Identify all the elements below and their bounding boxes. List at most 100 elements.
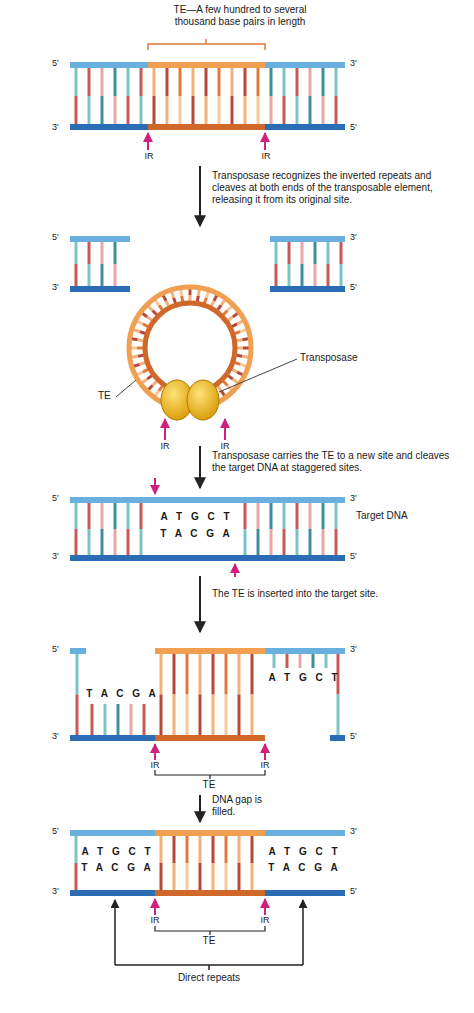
cut-arrow — [147, 133, 149, 150]
label: 5′ — [350, 551, 366, 562]
base-sequence: T A C G A — [71, 862, 161, 874]
base — [88, 503, 91, 529]
base — [114, 264, 117, 286]
base — [275, 264, 278, 286]
base — [225, 863, 228, 890]
base — [283, 68, 286, 96]
label: 5′ — [350, 886, 366, 897]
base — [91, 704, 94, 735]
base — [140, 363, 146, 365]
base — [240, 364, 246, 366]
base — [335, 68, 338, 96]
base — [140, 96, 143, 124]
base — [153, 311, 157, 315]
base-sequence: A T G C T — [258, 672, 348, 684]
label: TE—A few hundred to several thousand bas… — [160, 4, 320, 28]
base — [244, 96, 247, 124]
base — [309, 96, 312, 124]
base — [257, 503, 260, 529]
base — [173, 654, 176, 695]
base-sequence: T A C G A — [150, 528, 240, 540]
base — [225, 654, 228, 695]
base — [180, 296, 184, 302]
base-sequence: T A C G A — [76, 688, 166, 700]
base — [137, 347, 143, 350]
base — [231, 96, 234, 124]
base — [199, 863, 202, 890]
base — [296, 503, 299, 529]
base — [340, 242, 343, 264]
base — [322, 503, 325, 529]
dna-strand — [70, 236, 130, 242]
base — [322, 68, 325, 96]
leader-arrow — [302, 900, 304, 965]
base — [231, 68, 234, 96]
dna-strand — [148, 62, 265, 68]
base — [104, 704, 107, 735]
label: The TE is inserted into the target site. — [212, 588, 462, 600]
base — [192, 68, 195, 96]
base — [286, 654, 289, 668]
label: 3′ — [52, 551, 68, 562]
base — [335, 96, 338, 124]
base — [251, 836, 254, 863]
base — [283, 503, 286, 529]
base — [199, 695, 202, 736]
base — [236, 338, 242, 342]
base — [101, 503, 104, 529]
base-sequence: A T G C T — [150, 511, 240, 523]
base — [251, 863, 254, 890]
base — [155, 300, 159, 305]
label: TE — [98, 390, 116, 402]
base — [155, 391, 159, 396]
base — [160, 654, 163, 695]
dna-strand — [70, 555, 345, 561]
base — [325, 654, 328, 668]
base — [132, 355, 138, 359]
base — [309, 68, 312, 96]
base — [76, 654, 79, 695]
base — [233, 379, 238, 383]
base — [88, 68, 91, 96]
base — [270, 68, 273, 96]
label: IR — [256, 760, 274, 771]
base — [173, 695, 176, 736]
base — [223, 381, 227, 385]
label: 3′ — [350, 232, 366, 243]
base — [212, 836, 215, 863]
base — [206, 292, 208, 298]
base — [186, 654, 189, 695]
base — [76, 695, 79, 736]
base — [127, 503, 130, 529]
base — [244, 529, 247, 555]
label: 5′ — [350, 122, 366, 133]
base — [173, 836, 176, 863]
base — [88, 264, 91, 286]
label: Transposase carries the TE to a new site… — [212, 450, 462, 474]
base — [101, 96, 104, 124]
base — [296, 68, 299, 96]
dna-strand — [148, 124, 265, 130]
bracket — [155, 770, 265, 779]
base — [335, 503, 338, 529]
base — [214, 295, 217, 300]
step-arrow — [199, 446, 201, 488]
label: Target DNA — [356, 510, 416, 522]
base — [148, 306, 152, 310]
te-circle — [145, 303, 235, 393]
base — [288, 264, 291, 286]
cut-arrow — [224, 419, 226, 440]
base — [218, 386, 222, 391]
base — [138, 354, 144, 358]
base — [242, 337, 248, 341]
base — [137, 372, 142, 375]
base — [288, 242, 291, 264]
base — [117, 704, 120, 735]
base — [197, 290, 201, 296]
dna-strand — [265, 648, 345, 654]
base — [242, 355, 248, 359]
base — [114, 242, 117, 264]
base — [134, 364, 140, 366]
dna-strand — [330, 735, 345, 741]
base — [114, 96, 117, 124]
